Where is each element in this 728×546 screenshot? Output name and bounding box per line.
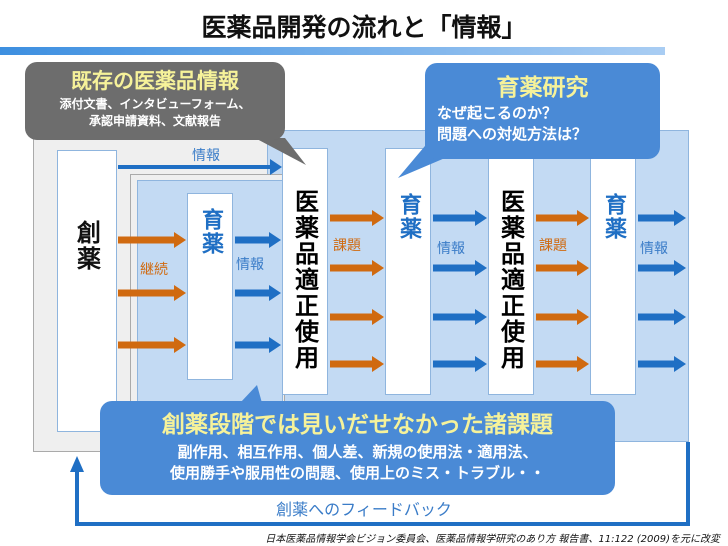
info-label: 情報 xyxy=(236,257,264,273)
callout-text: 承認申請資料、文献報告 xyxy=(88,114,221,128)
column-ikuyaku-3: 育薬 xyxy=(590,148,636,395)
info-label: 情報 xyxy=(640,241,668,257)
callout-tail xyxy=(255,138,306,165)
orange-arrow xyxy=(118,285,186,301)
orange-arrow xyxy=(536,356,589,372)
callout-existing-info: 既存の医薬品情報 添付文書、インタビューフォーム、 承認申請資料、文献報告 xyxy=(25,62,285,140)
callout-heading: 既存の医薬品情報 xyxy=(71,69,239,93)
orange-arrow xyxy=(118,232,186,248)
issues-label: 課題 xyxy=(333,238,361,254)
orange-arrow xyxy=(118,337,186,353)
blue-arrow xyxy=(433,210,487,226)
blue-arrow xyxy=(638,260,686,276)
feedback-arrowhead xyxy=(70,456,84,472)
callout-text: 添付文書、インタビューフォーム、 xyxy=(59,97,251,111)
proper-use-label: 医薬品適正使用 xyxy=(496,189,525,371)
callout-ikuyaku-research: 育薬研究 なぜ起こるのか？ 問題への対処方法は？ xyxy=(425,63,660,159)
blue-arrow xyxy=(235,285,281,301)
blue-arrow xyxy=(433,356,487,372)
orange-arrow xyxy=(330,260,384,276)
column-drug-discovery: 創薬 xyxy=(57,150,117,432)
blue-arrow xyxy=(638,309,686,325)
callout-issues: 創薬段階では見いだせなかった諸課題 副作用、相互作用、個人差、新規の使用法・適用… xyxy=(100,401,615,495)
info-label: 情報 xyxy=(437,241,465,257)
column-proper-use-1: 医薬品適正使用 xyxy=(282,148,328,395)
ikuyaku-label: 育薬 xyxy=(396,193,421,241)
callout-text: なぜ起こるのか？ xyxy=(437,104,558,122)
column-ikuyaku-2: 育薬 xyxy=(385,148,431,395)
blue-arrow xyxy=(638,210,686,226)
feedback-label: 創薬へのフィードバック xyxy=(276,500,452,519)
column-proper-use-2: 医薬品適正使用 xyxy=(488,148,534,395)
feedback-arrow-line xyxy=(75,442,690,526)
callout-heading: 創薬段階では見いだせなかった諸課題 xyxy=(162,412,553,438)
callout-text: 使用勝手や服用性の問題、使用上のミス・トラブル・・ xyxy=(169,464,545,482)
callout-tail xyxy=(240,385,262,403)
drug-discovery-label: 創薬 xyxy=(72,220,101,272)
info-label-top: 情報 xyxy=(192,148,220,164)
continuation-label: 継続 xyxy=(140,262,168,278)
orange-arrow xyxy=(536,260,589,276)
title-underline xyxy=(0,47,665,55)
orange-arrow xyxy=(536,309,589,325)
ikuyaku-label: 育薬 xyxy=(198,208,223,256)
callout-text: 副作用、相互作用、個人差、新規の使用法・適用法、 xyxy=(177,443,538,461)
blue-arrow xyxy=(118,159,282,175)
citation: 日本医薬品情報学会ビジョン委員会、医薬品情報学研究のあり方 報告書、11:122… xyxy=(265,534,720,545)
blue-arrow xyxy=(433,260,487,276)
page-title: 医薬品開発の流れと「情報」 xyxy=(201,13,527,42)
blue-arrow xyxy=(235,232,281,248)
blue-arrow xyxy=(638,356,686,372)
orange-arrow xyxy=(330,309,384,325)
orange-arrow xyxy=(330,356,384,372)
callout-text: 問題への対処方法は？ xyxy=(437,125,588,143)
proper-use-label: 医薬品適正使用 xyxy=(290,189,319,371)
blue-arrow xyxy=(433,309,487,325)
callout-heading: 育薬研究 xyxy=(496,75,589,101)
issues-label: 課題 xyxy=(539,238,567,254)
blue-arrow xyxy=(235,337,281,353)
orange-arrow xyxy=(330,210,384,226)
orange-arrow xyxy=(536,210,589,226)
column-ikuyaku-1: 育薬 xyxy=(187,193,233,380)
ikuyaku-label: 育薬 xyxy=(601,193,626,241)
